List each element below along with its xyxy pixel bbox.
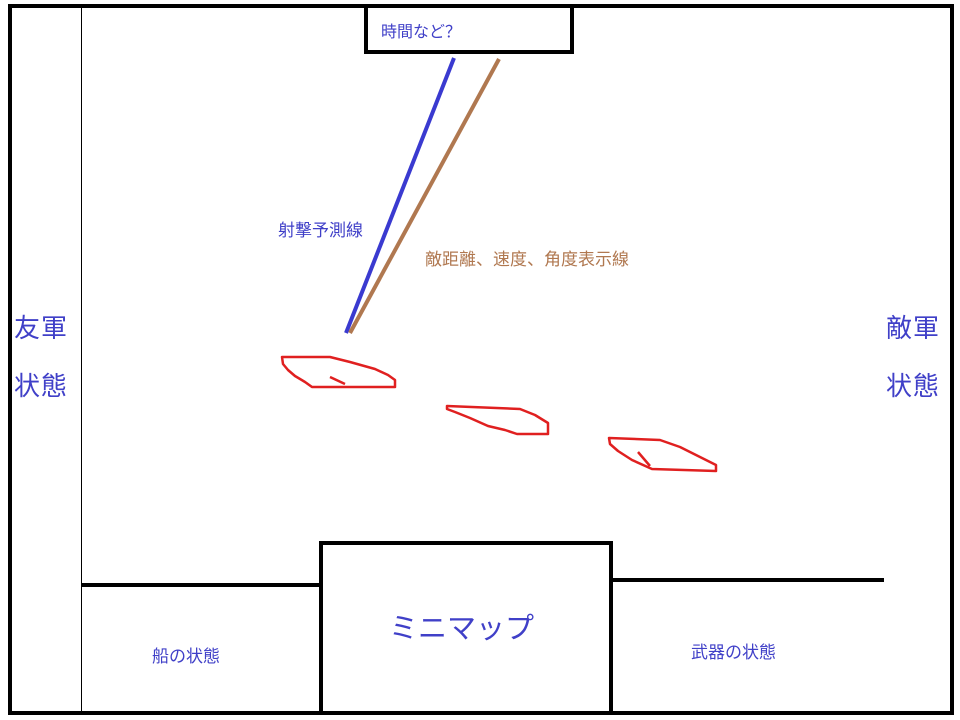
weapon-status-panel: 武器の状態 [608,578,884,715]
ally-status-line-2: 状態 [14,372,69,402]
ship-status-panel: 船の状態 [82,583,325,715]
weapon-status-label: 武器の状態 [691,643,776,663]
main-game-view[interactable] [82,4,884,587]
ally-status-text: 友軍 状態 [14,300,68,416]
ally-status-line-1: 友軍 [14,314,69,344]
time-display-box: 時間など？ [364,4,574,54]
minimap-label: ミニマップ [389,611,535,645]
enemy-status-line-1: 敵軍 [886,314,941,344]
enemy-status-line-2: 状態 [886,372,941,402]
enemy-status-text: 敵軍 状態 [886,300,940,416]
enemy-info-line-label: 敵距離、速度、角度表示線 [425,250,629,270]
fire-prediction-label: 射撃予測線 [278,221,363,241]
ally-status-panel: 友軍 状態 [8,4,85,715]
time-label: 時間など？ [381,22,462,41]
ship-status-label: 船の状態 [152,647,220,667]
enemy-status-panel: 敵軍 状態 [880,4,954,715]
minimap-panel[interactable]: ミニマップ [319,541,613,715]
